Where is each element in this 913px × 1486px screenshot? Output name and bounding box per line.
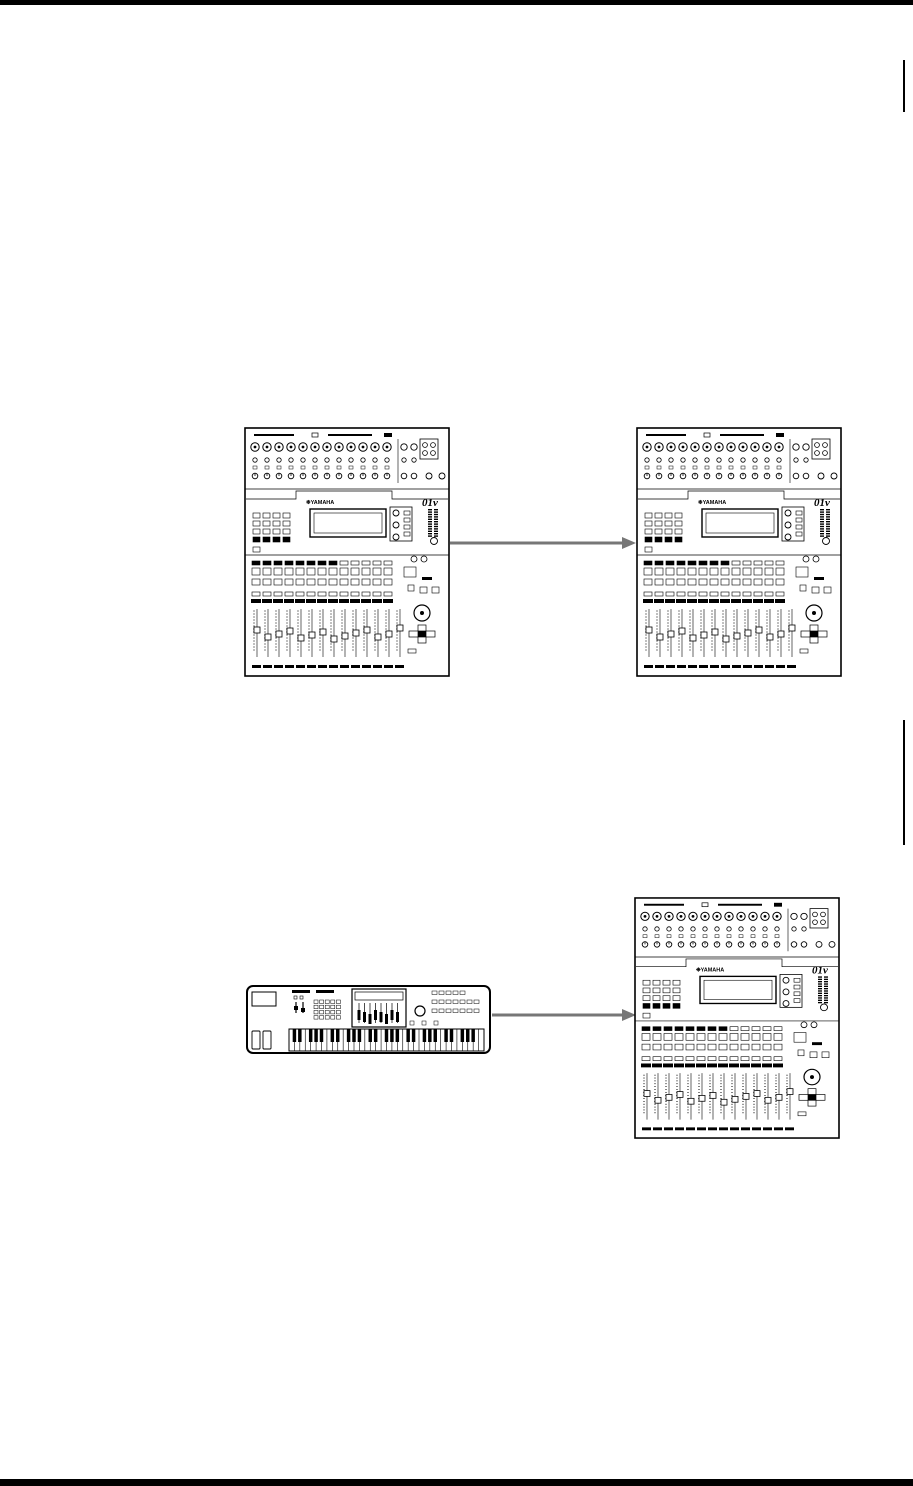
keyboard-synthesizer [246, 985, 492, 1055]
svg-text:❉YAMAHA: ❉YAMAHA [306, 499, 334, 506]
page-top-rule [0, 0, 913, 5]
mixer-right: ❉YAMAHA 01v [636, 427, 842, 677]
svg-text:❉YAMAHA: ❉YAMAHA [696, 968, 724, 974]
page-bottom-rule [0, 1479, 913, 1486]
mixer-left: ❉YAMAHA 01v [244, 427, 450, 677]
svg-text:01v: 01v [422, 497, 438, 509]
connection-arrow [448, 535, 638, 551]
dial [415, 1006, 425, 1016]
svg-text:01v: 01v [812, 965, 828, 977]
lcd-screen [252, 992, 276, 1006]
mixer-bottom: ❉YAMAHA 01v [634, 897, 840, 1139]
margin-bar [903, 60, 905, 112]
connection-arrow [490, 1007, 638, 1023]
svg-text:❉YAMAHA: ❉YAMAHA [698, 499, 726, 506]
margin-bar [903, 720, 905, 845]
svg-text:01v: 01v [814, 497, 830, 509]
